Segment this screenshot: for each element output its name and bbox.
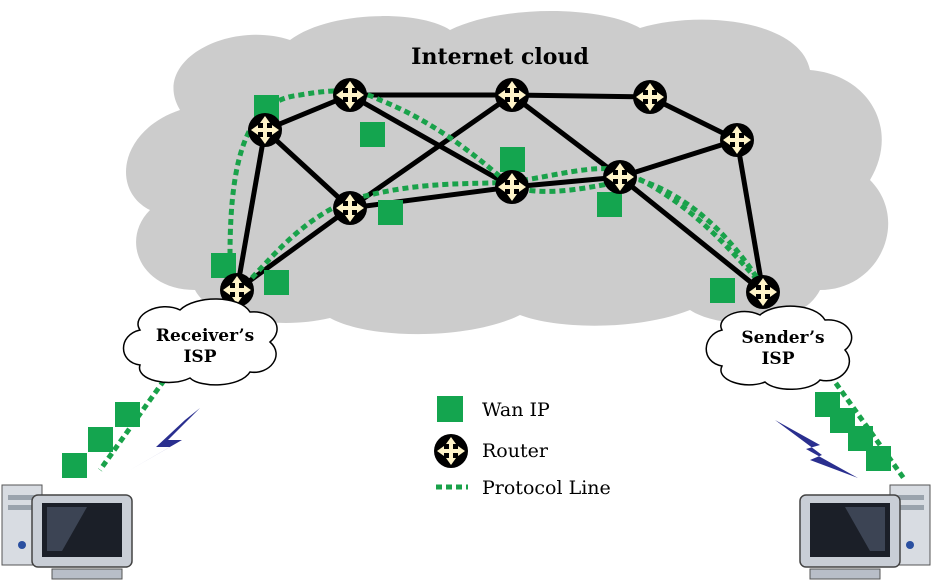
legend-router-icon [434,434,468,468]
sender-isp-label-line1: Sender’s [741,328,824,348]
sender-isp-cloud: Sender’s ISP [705,305,853,390]
router-icon [495,170,529,204]
legend: Wan IP Router Protocol Line [434,396,611,499]
receiver-isp-cloud: Receiver’s ISP [122,298,278,386]
legend-protocol-line-label: Protocol Line [482,477,611,499]
router-icon [633,80,667,114]
router-icon [333,78,367,112]
router-icon [333,191,367,225]
lightning-icon [130,408,200,470]
lightning-icon [775,420,858,478]
receiver-isp-label-line1: Receiver’s [156,326,254,346]
receiver-computer-icon [1,484,133,580]
receiver-isp-label-line2: ISP [183,347,216,367]
router-icon [495,78,529,112]
router-icon [720,123,754,157]
legend-wan-ip-swatch [437,396,463,422]
legend-wan-ip-label: Wan IP [482,399,550,421]
sender-isp-label-line2: ISP [761,349,794,369]
diagram-title: Internet cloud [411,44,589,70]
wan-ip-markers [62,95,891,478]
router-icon [248,113,282,147]
sender-computer-icon [799,484,931,580]
router-icon [746,275,780,309]
legend-router-label: Router [482,440,549,462]
router-icon [603,160,637,194]
